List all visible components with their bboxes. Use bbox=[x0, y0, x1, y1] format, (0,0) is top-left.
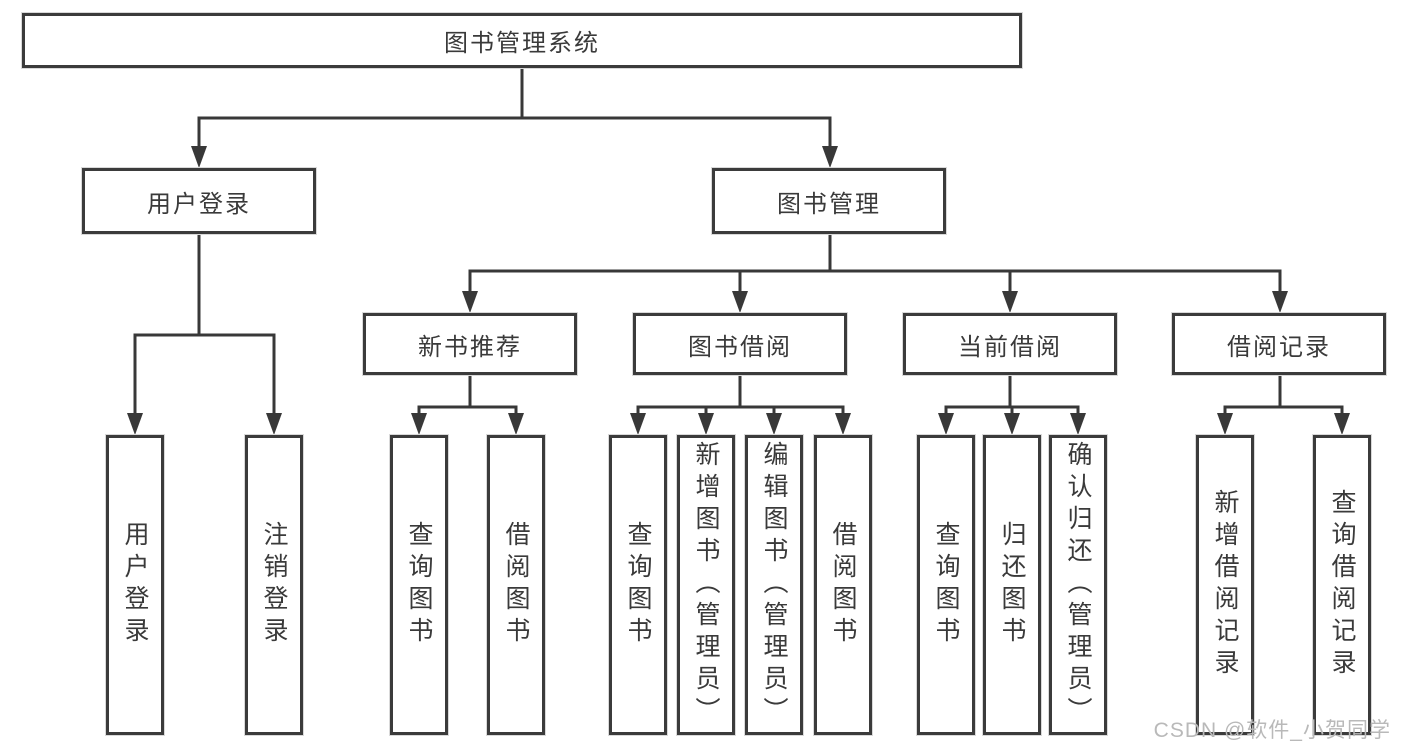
leaf-edit-books-admin: 编辑图书（管理员） bbox=[745, 435, 803, 735]
leaf-query-borrow-record: 查询借阅记录 bbox=[1313, 435, 1371, 735]
node-book-borrow: 图书借阅 bbox=[633, 313, 847, 375]
leaf-user-login: 用户登录 bbox=[106, 435, 164, 735]
node-borrow-records: 借阅记录 bbox=[1172, 313, 1386, 375]
node-new-book-recommend: 新书推荐 bbox=[363, 313, 577, 375]
leaf-logout: 注销登录 bbox=[245, 435, 303, 735]
node-user-login: 用户登录 bbox=[82, 168, 316, 234]
leaf-query-books-borrow: 查询图书 bbox=[609, 435, 667, 735]
node-book-management: 图书管理 bbox=[712, 168, 946, 234]
leaf-add-books-admin: 新增图书（管理员） bbox=[677, 435, 735, 735]
leaf-confirm-return-admin: 确认归还（管理员） bbox=[1049, 435, 1107, 735]
leaf-add-borrow-record: 新增借阅记录 bbox=[1196, 435, 1254, 735]
node-current-borrow: 当前借阅 bbox=[903, 313, 1117, 375]
csdn-watermark: CSDN @软件_小贺同学 bbox=[1153, 719, 1391, 742]
arrowheads bbox=[127, 146, 1350, 435]
leaf-return-books: 归还图书 bbox=[983, 435, 1041, 735]
leaf-query-books-current: 查询图书 bbox=[917, 435, 975, 735]
root-node-library-management-system: 图书管理系统 bbox=[22, 13, 1022, 68]
leaf-borrow-books-recommend: 借阅图书 bbox=[487, 435, 545, 735]
leaf-borrow-books: 借阅图书 bbox=[814, 435, 872, 735]
leaf-query-books-recommend: 查询图书 bbox=[390, 435, 448, 735]
